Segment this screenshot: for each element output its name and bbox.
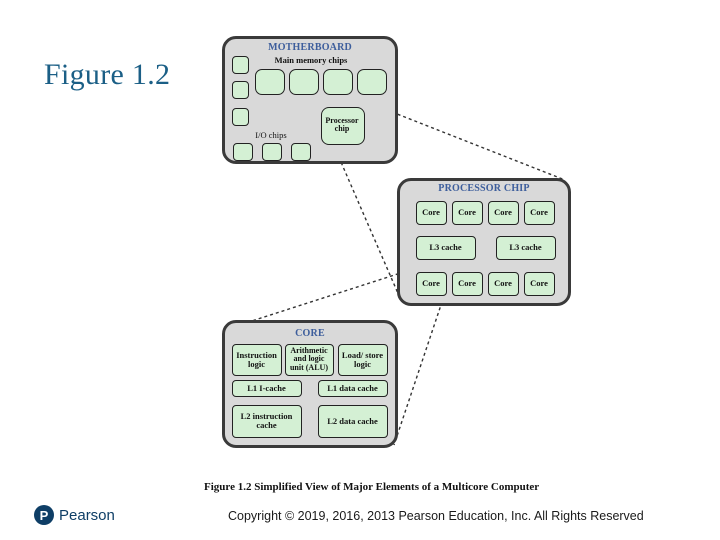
memory-chip [232,56,249,74]
slide-title: Figure 1.2 [44,58,171,91]
load-store-box: Load/ store logic [338,344,388,376]
connector-processor-to-chip-left [333,145,401,299]
core-box: Core [452,272,483,296]
l3-cache-box: L3 cache [416,236,476,260]
io-chips-label: I/O chips [255,129,287,140]
core-panel: CORE Instruction logic Arithmetic and lo… [222,320,398,448]
core-box: Core [524,201,555,225]
copyright-notice: Copyright © 2019, 2016, 2013 Pearson Edu… [228,509,644,523]
memory-chip [255,69,285,95]
memory-chip [232,108,249,126]
core-box: Core [488,201,519,225]
alu-box: Arithmetic and logic unit (ALU) [285,344,334,376]
core-box: Core [416,201,447,225]
motherboard-title: MOTHERBOARD [268,42,352,53]
l1-dcache-box: L1 data cache [318,380,388,397]
memory-chip [289,69,319,95]
pearson-logo-text: Pearson [59,506,115,524]
pearson-logo-icon: P [34,505,54,525]
core-box: Core [524,272,555,296]
processor-chip: Processor chip [321,107,365,145]
core-box: Core [488,272,519,296]
l2-dcache-box: L2 data cache [318,405,388,438]
connector-core-to-panel-left [229,269,411,329]
memory-chip [232,81,249,99]
connector-core-to-panel-right [393,295,445,446]
l1-icache-box: L1 I-cache [232,380,302,397]
core-title: CORE [295,328,325,339]
instruction-logic-box: Instruction logic [232,344,282,376]
io-chip [291,143,311,161]
core-box: Core [452,201,483,225]
l2-icache-box: L2 instruction cache [232,405,302,438]
connector-processor-to-chip-right [391,111,566,181]
pearson-logo: P Pearson [34,505,115,525]
l3-cache-box: L3 cache [496,236,556,260]
processor-chip-title: PROCESSOR CHIP [438,183,530,194]
processor-chip-label: Processor chip [325,115,359,133]
core-box: Core [416,272,447,296]
io-chip [262,143,282,161]
memory-chip [323,69,353,95]
main-memory-label: Main memory chips [274,54,348,65]
io-chip [233,143,253,161]
figure-caption: Figure 1.2 Simplified View of Major Elem… [204,481,540,493]
memory-chip [357,69,387,95]
processor-chip-panel: PROCESSOR CHIP Core Core Core Core L3 ca… [397,178,571,306]
motherboard-panel: MOTHERBOARD Main memory chips Processor … [222,36,398,164]
